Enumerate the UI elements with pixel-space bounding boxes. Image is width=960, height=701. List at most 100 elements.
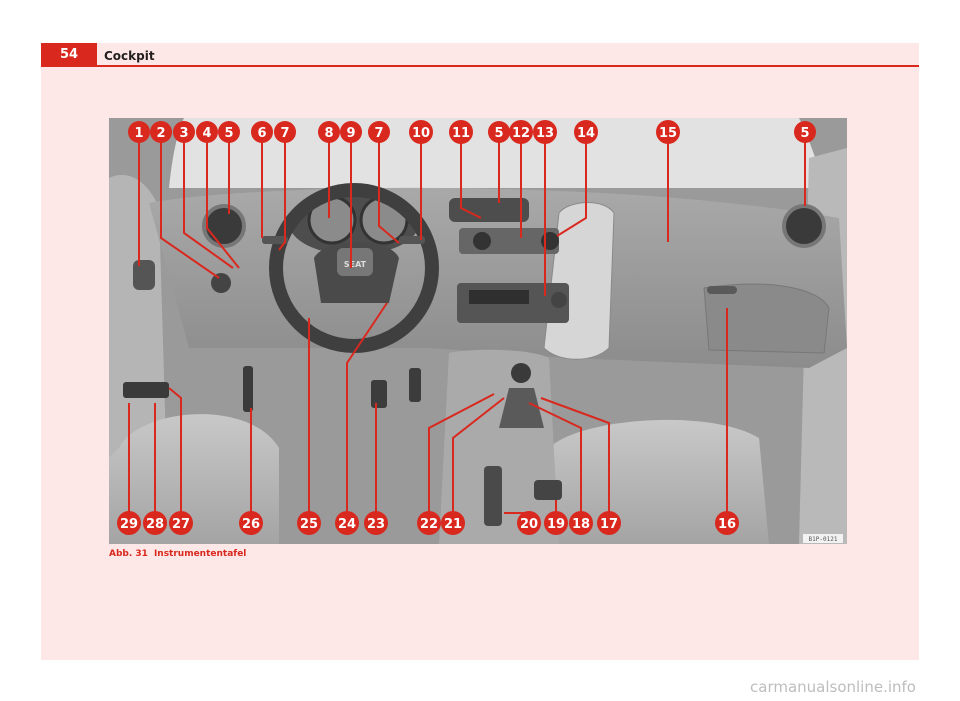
svg-text:29: 29 — [120, 517, 138, 532]
callout-16: 16 — [715, 511, 739, 535]
svg-text:2: 2 — [156, 126, 165, 141]
left-air-vent — [202, 204, 246, 248]
gear-knob — [511, 363, 531, 383]
callout-6: 6 — [251, 121, 273, 143]
callout-4: 4 — [196, 121, 218, 143]
seat-logo: SEAT — [344, 260, 367, 269]
svg-text:10: 10 — [412, 126, 430, 141]
center-vent — [449, 198, 529, 222]
climate-knob-right — [541, 232, 559, 250]
image-code: B1P-0121 — [809, 536, 838, 543]
callout-19: 19 — [544, 511, 568, 535]
radio-knob — [551, 292, 567, 308]
callout-2: 2 — [150, 121, 172, 143]
callout-27: 27 — [169, 511, 193, 535]
left-stalk — [262, 236, 288, 244]
caption-title: Instrumententafel — [153, 549, 247, 559]
glove-box — [703, 283, 830, 354]
callout-13: 13 — [533, 120, 557, 144]
svg-text:3: 3 — [179, 126, 188, 141]
callout-1: 1 — [128, 121, 150, 143]
steering-wheel — [269, 183, 439, 353]
accelerator-pedal — [409, 368, 421, 402]
callout-17: 17 — [597, 511, 621, 535]
callout-8: 8 — [318, 121, 340, 143]
svg-text:11: 11 — [452, 126, 470, 141]
svg-text:13: 13 — [536, 126, 554, 141]
svg-text:24: 24 — [338, 517, 356, 532]
svg-text:9: 9 — [346, 126, 355, 141]
center-control — [534, 480, 562, 500]
svg-text:5: 5 — [800, 126, 809, 141]
callout-28: 28 — [143, 511, 167, 535]
svg-text:6: 6 — [257, 126, 266, 141]
light-switch — [211, 273, 231, 293]
svg-text:17: 17 — [600, 517, 618, 532]
callouts-top: 1 2 3 4 5 6 7 8 9 7 10 11 5 12 13 14 15 … — [128, 120, 816, 144]
callout-7-right: 7 — [368, 121, 390, 143]
svg-text:4: 4 — [202, 126, 211, 141]
callout-14: 14 — [574, 120, 598, 144]
callout-11: 11 — [449, 120, 473, 144]
callout-24: 24 — [335, 511, 359, 535]
callout-5: 5 — [218, 121, 240, 143]
svg-text:8: 8 — [324, 126, 333, 141]
callout-25: 25 — [297, 511, 321, 535]
page-number: 54 — [41, 43, 97, 67]
svg-text:14: 14 — [577, 126, 595, 141]
cockpit-figure: SEAT — [109, 118, 847, 544]
callout-26: 26 — [239, 511, 263, 535]
callout-7: 7 — [274, 121, 296, 143]
svg-text:20: 20 — [520, 517, 538, 532]
section-title: Cockpit — [104, 49, 155, 63]
watermark: carmanualsonline.info — [750, 678, 916, 696]
svg-text:26: 26 — [242, 517, 260, 532]
callout-10: 10 — [409, 120, 433, 144]
svg-text:19: 19 — [547, 517, 565, 532]
svg-text:25: 25 — [300, 517, 318, 532]
callouts-bottom: 29 28 27 26 25 24 23 22 21 20 19 18 17 1… — [117, 511, 739, 535]
hood-release-lever — [243, 366, 253, 412]
image-code-box — [803, 534, 843, 543]
header-rule — [41, 65, 919, 67]
callout-21: 21 — [441, 511, 465, 535]
callout-22: 22 — [417, 511, 441, 535]
svg-text:5: 5 — [494, 126, 503, 141]
handbrake — [484, 466, 502, 526]
right-air-vent — [782, 204, 826, 248]
callout-12: 12 — [509, 120, 533, 144]
caption-label: Abb. 31 — [109, 549, 148, 559]
cockpit-illustration: SEAT — [109, 118, 847, 544]
glove-box-handle — [707, 286, 737, 294]
gear-boot — [499, 388, 544, 428]
svg-text:16: 16 — [718, 517, 736, 532]
brake-pedal — [371, 380, 387, 408]
svg-text:15: 15 — [659, 126, 677, 141]
climate-knob-left — [473, 232, 491, 250]
mirror-control — [133, 260, 155, 290]
svg-text:1: 1 — [134, 126, 143, 141]
svg-text:23: 23 — [367, 517, 385, 532]
figure-caption: Abb. 31 Instrumententafel — [109, 549, 252, 559]
svg-text:27: 27 — [172, 517, 190, 532]
airbag-cover — [337, 248, 373, 276]
callout-9: 9 — [340, 121, 362, 143]
callout-15: 15 — [656, 120, 680, 144]
window-switch-panel — [123, 382, 169, 398]
svg-text:28: 28 — [146, 517, 164, 532]
right-stalk — [399, 236, 425, 244]
svg-text:12: 12 — [512, 126, 530, 141]
callout-23: 23 — [364, 511, 388, 535]
svg-text:7: 7 — [374, 126, 383, 141]
callout-5-right: 5 — [794, 121, 816, 143]
radio-display — [469, 290, 529, 304]
callout-20: 20 — [517, 511, 541, 535]
svg-text:5: 5 — [224, 126, 233, 141]
callout-18: 18 — [569, 511, 593, 535]
svg-text:22: 22 — [420, 517, 438, 532]
svg-text:7: 7 — [280, 126, 289, 141]
callout-3: 3 — [173, 121, 195, 143]
svg-text:21: 21 — [444, 517, 462, 532]
callout-lines — [128, 142, 806, 514]
svg-text:18: 18 — [572, 517, 590, 532]
